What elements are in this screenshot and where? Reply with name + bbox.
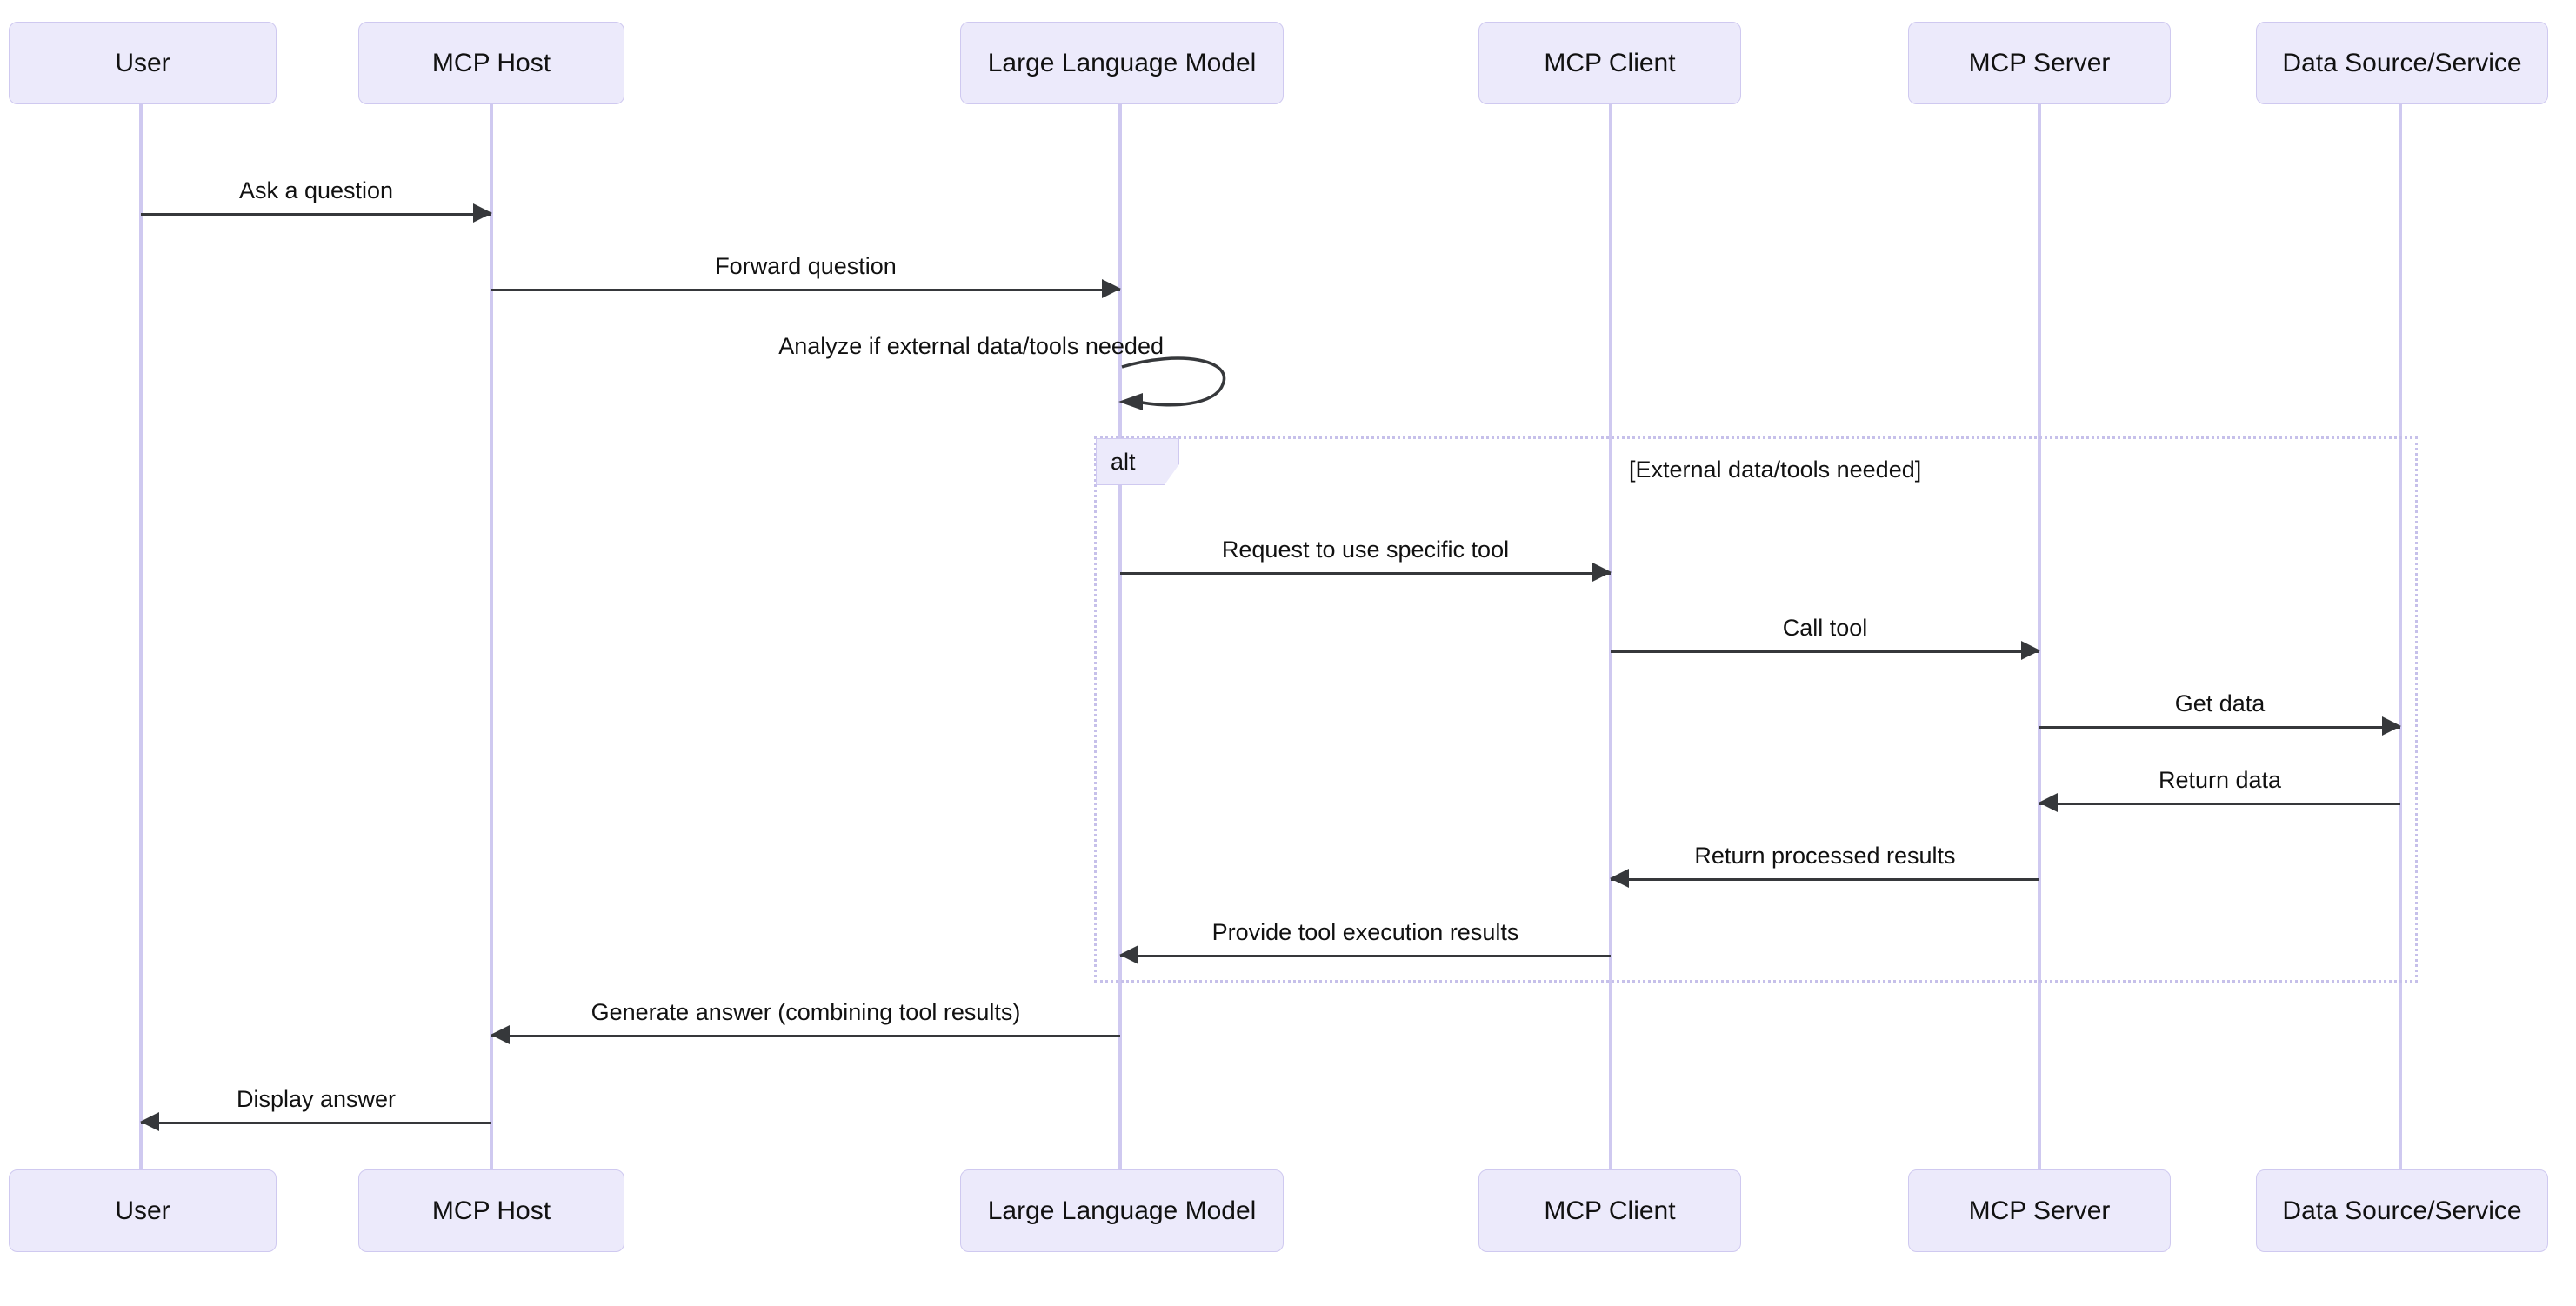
- participant-label: MCP Host: [431, 49, 551, 77]
- self-loop-arrow: [1118, 356, 1226, 410]
- participant-label: MCP Server: [1968, 49, 2111, 77]
- participant-label: MCP Client: [1544, 1196, 1676, 1225]
- arrowhead-icon: [1119, 945, 1138, 964]
- participant-label: Large Language Model: [987, 1196, 1257, 1225]
- message-label: Forward question: [715, 253, 897, 279]
- message-line: [2039, 726, 2400, 729]
- participant-llm-top[interactable]: Large Language Model: [960, 22, 1284, 104]
- fragment-condition: [External data/tools needed]: [1629, 456, 1922, 483]
- lifeline-host: [490, 104, 493, 1169]
- message-line: [491, 289, 1120, 291]
- participant-label: Data Source/Service: [2282, 1196, 2522, 1225]
- arrowhead-icon: [1592, 563, 1612, 582]
- participant-user-top[interactable]: User: [9, 22, 277, 104]
- message-line: [141, 1122, 491, 1124]
- self-message-m3: Analyze if external data/tools needed: [778, 333, 1242, 424]
- arrowhead-icon: [2021, 641, 2040, 660]
- arrowhead-icon: [1610, 869, 1629, 888]
- arrowhead-icon: [2039, 793, 2058, 812]
- arrowhead-icon: [491, 1025, 510, 1044]
- participant-user-bottom[interactable]: User: [9, 1169, 277, 1252]
- participant-client-bottom[interactable]: MCP Client: [1478, 1169, 1741, 1252]
- message-label: Display answer: [236, 1086, 397, 1112]
- participant-client-top[interactable]: MCP Client: [1478, 22, 1741, 104]
- participant-host-bottom[interactable]: MCP Host: [358, 1169, 624, 1252]
- message-label: Ask a question: [238, 177, 394, 203]
- participant-host-top[interactable]: MCP Host: [358, 22, 624, 104]
- message-line: [1120, 955, 1611, 957]
- message-label: Generate answer (combining tool results): [591, 999, 1021, 1025]
- message-label: Return processed results: [1694, 843, 1956, 869]
- message-label: Request to use specific tool: [1221, 536, 1510, 563]
- fragment-tab-label: alt: [1096, 438, 1179, 485]
- lifeline-llm: [1118, 104, 1122, 1169]
- message-line: [141, 213, 491, 216]
- participant-label: Data Source/Service: [2282, 49, 2522, 77]
- participant-label: User: [115, 1196, 170, 1225]
- message-label: Analyze if external data/tools needed: [778, 333, 1164, 359]
- arrowhead-icon: [2382, 716, 2401, 736]
- lifeline-source: [2399, 104, 2402, 1169]
- message-line: [1611, 650, 2039, 653]
- message-label: Get data: [2174, 690, 2266, 716]
- fragment-alt: [1094, 436, 2418, 983]
- message-label: Call tool: [1782, 615, 1868, 641]
- participant-source-bottom[interactable]: Data Source/Service: [2256, 1169, 2548, 1252]
- participant-label: MCP Server: [1968, 1196, 2111, 1225]
- participant-label: MCP Client: [1544, 49, 1676, 77]
- participant-server-top[interactable]: MCP Server: [1908, 22, 2171, 104]
- lifeline-client: [1609, 104, 1612, 1169]
- participant-llm-bottom[interactable]: Large Language Model: [960, 1169, 1284, 1252]
- arrowhead-icon: [473, 203, 492, 223]
- message-label: Provide tool execution results: [1211, 919, 1519, 945]
- participant-label: MCP Host: [431, 1196, 551, 1225]
- participant-source-top[interactable]: Data Source/Service: [2256, 22, 2548, 104]
- message-line: [1611, 878, 2039, 881]
- message-line: [491, 1035, 1120, 1037]
- participant-server-bottom[interactable]: MCP Server: [1908, 1169, 2171, 1252]
- message-line: [1120, 572, 1611, 575]
- participant-label: User: [115, 49, 170, 77]
- message-line: [2039, 803, 2400, 805]
- participant-label: Large Language Model: [987, 49, 1257, 77]
- arrowhead-icon: [1102, 279, 1121, 298]
- message-label: Return data: [2158, 767, 2282, 793]
- fragment-kind-text: alt: [1111, 448, 1136, 475]
- lifeline-server: [2038, 104, 2041, 1169]
- arrowhead-icon: [140, 1112, 159, 1131]
- lifeline-user: [139, 104, 143, 1169]
